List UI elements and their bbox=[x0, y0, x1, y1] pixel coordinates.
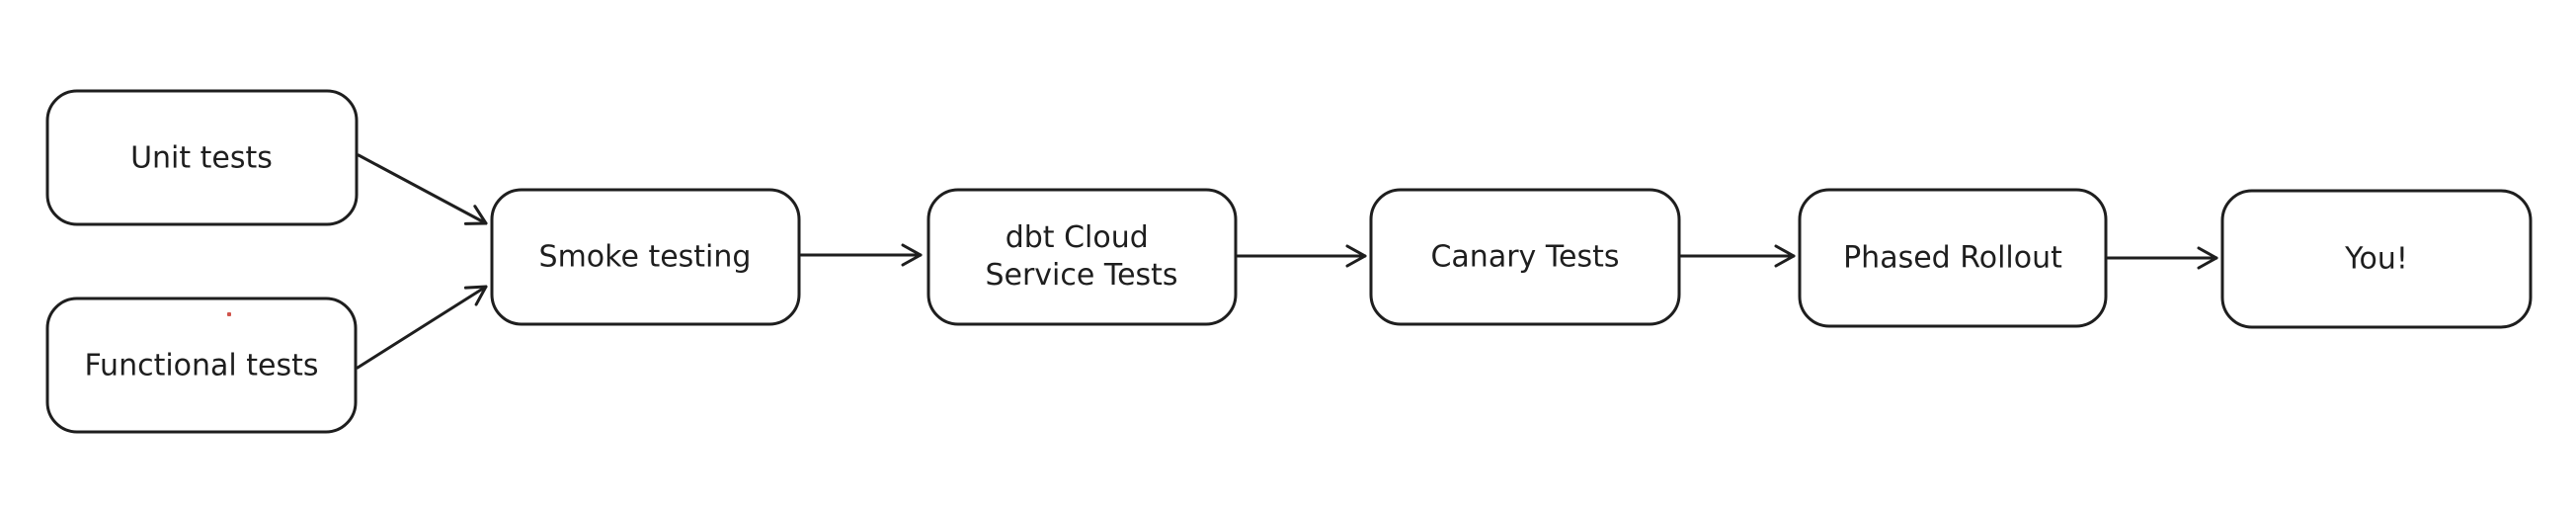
node-label-phased-rollout: Phased Rollout bbox=[1843, 241, 2062, 276]
node-phased-rollout: Phased Rollout bbox=[1798, 188, 2108, 328]
node-box-canary-tests bbox=[1369, 188, 1681, 326]
node-box-phased-rollout bbox=[1798, 188, 2108, 328]
node-you: You! bbox=[2220, 189, 2533, 329]
node-unit-tests: Unit tests bbox=[45, 89, 359, 226]
node-canary-tests: Canary Tests bbox=[1369, 188, 1681, 326]
node-smoke-testing: Smoke testing bbox=[490, 188, 801, 326]
node-box-dbt-cloud-service-tests bbox=[926, 188, 1238, 326]
node-label-line-2: Service Tests bbox=[985, 258, 1177, 293]
node-label-canary-tests: Canary Tests bbox=[1430, 240, 1619, 275]
node-functional-tests: Functional tests bbox=[45, 297, 358, 434]
node-box-smoke-testing bbox=[490, 188, 801, 326]
edge-functional-tests-to-smoke-testing bbox=[356, 285, 488, 370]
node-label-smoke-testing: Smoke testing bbox=[539, 240, 752, 275]
node-box-functional-tests bbox=[45, 297, 358, 434]
node-label-you: You! bbox=[2344, 242, 2408, 277]
edges-layer bbox=[356, 153, 2218, 370]
node-box-you bbox=[2220, 189, 2533, 329]
red-dot-artifact bbox=[227, 312, 231, 316]
node-dbt-cloud-service-tests: dbt Cloud Service Tests bbox=[926, 188, 1238, 326]
node-label-functional-tests: Functional tests bbox=[84, 349, 318, 383]
node-box-unit-tests bbox=[45, 89, 359, 226]
node-label-unit-tests: Unit tests bbox=[130, 141, 273, 176]
edge-unit-tests-to-smoke-testing bbox=[357, 153, 488, 225]
node-label-dbt-cloud-service-tests: dbt Cloud Service Tests bbox=[985, 220, 1177, 293]
node-label-line-1: dbt Cloud bbox=[1006, 220, 1149, 255]
